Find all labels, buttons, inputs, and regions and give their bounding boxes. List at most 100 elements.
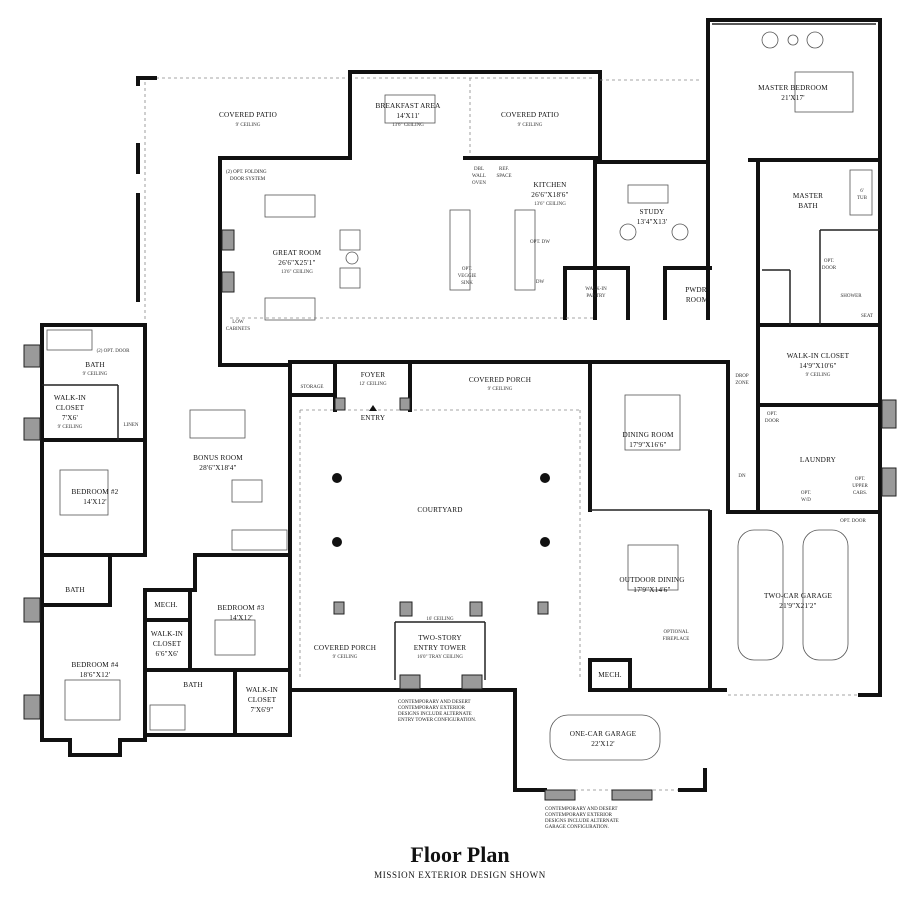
- svg-text:SPACE: SPACE: [496, 174, 511, 179]
- svg-text:(2) OPT. FOLDING: (2) OPT. FOLDING: [226, 170, 267, 175]
- label-two-car-garage: TWO-CAR GARAGE: [764, 592, 832, 600]
- label-walk-in-closet-master: WALK-IN CLOSET: [787, 352, 850, 360]
- svg-text:SINK: SINK: [461, 281, 473, 286]
- svg-text:13'6" CEILING: 13'6" CEILING: [534, 202, 566, 207]
- svg-text:17'9"X14'6": 17'9"X14'6": [633, 586, 670, 594]
- label-covered-porch-bottom: COVERED PORCH: [314, 644, 376, 652]
- svg-text:9' CEILING: 9' CEILING: [58, 425, 83, 430]
- label-kitchen: KITCHEN: [534, 181, 568, 189]
- svg-text:DBL: DBL: [474, 167, 484, 172]
- svg-text:18'6"X12': 18'6"X12': [80, 671, 110, 679]
- svg-text:W/D: W/D: [801, 498, 811, 503]
- svg-text:BATH: BATH: [798, 202, 818, 210]
- svg-text:FIREPLACE: FIREPLACE: [663, 637, 690, 642]
- svg-text:16'0" TRAY CEILING: 16'0" TRAY CEILING: [417, 655, 463, 660]
- svg-text:7'X6'9": 7'X6'9": [251, 706, 274, 714]
- walls: [40, 18, 882, 792]
- svg-text:CLOSET: CLOSET: [248, 696, 277, 704]
- svg-text:SEAT: SEAT: [861, 314, 873, 319]
- svg-text:DN: DN: [738, 474, 746, 479]
- svg-text:CABINETS: CABINETS: [226, 327, 251, 332]
- label-breakfast-area: BREAKFAST AREA: [375, 102, 441, 110]
- label-bedroom-2: BEDROOM #2: [72, 488, 119, 496]
- svg-text:9' CEILING: 9' CEILING: [83, 372, 108, 377]
- label-entry-tower: TWO-STORY: [418, 634, 462, 642]
- label-bonus-room: BONUS ROOM: [193, 454, 243, 462]
- svg-text:VEGGIE: VEGGIE: [458, 274, 477, 279]
- svg-text:26'6"X25'1": 26'6"X25'1": [278, 259, 315, 267]
- svg-text:CABS.: CABS.: [853, 491, 867, 496]
- plan-notes: (2) OPT. FOLDING DOOR SYSTEM LOW CABINET…: [97, 167, 873, 830]
- label-courtyard: COURTYARD: [417, 506, 462, 514]
- svg-text:REF.: REF.: [499, 167, 509, 172]
- svg-text:21'9"X21'2": 21'9"X21'2": [779, 602, 816, 610]
- svg-text:CONTEMPORARY AND DESERT: CONTEMPORARY AND DESERT: [545, 807, 618, 812]
- svg-text:14'X11': 14'X11': [396, 112, 419, 120]
- label-walk-in-closet-left: WALK-IN: [54, 394, 87, 402]
- label-mech-left: MECH.: [154, 601, 178, 609]
- svg-text:SHOWER: SHOWER: [840, 294, 862, 299]
- label-master-bedroom: MASTER BEDROOM: [758, 84, 828, 92]
- entry-arrow-icon: [369, 405, 377, 411]
- svg-text:DESIGNS INCLUDE ALTERNATE: DESIGNS INCLUDE ALTERNATE: [545, 819, 619, 824]
- svg-text:ENTRY TOWER CONFIGURATION.: ENTRY TOWER CONFIGURATION.: [398, 718, 476, 723]
- courtyard-columns: [332, 473, 550, 547]
- svg-text:UPPER: UPPER: [852, 484, 868, 489]
- svg-text:CONTEMPORARY EXTERIOR: CONTEMPORARY EXTERIOR: [398, 706, 466, 711]
- svg-text:13'6" CEILING: 13'6" CEILING: [281, 270, 313, 275]
- svg-text:9' CEILING: 9' CEILING: [333, 655, 358, 660]
- label-covered-patio-left: COVERED PATIO: [219, 111, 277, 119]
- svg-text:13'4"X13': 13'4"X13': [637, 218, 667, 226]
- room-labels: COVERED PATIO 9' CEILING BREAKFAST AREA …: [54, 84, 850, 748]
- label-study: STUDY: [640, 208, 666, 216]
- svg-text:6': 6': [860, 189, 864, 194]
- label-covered-patio-right: COVERED PATIO: [501, 111, 559, 119]
- label-tower-ceiling: 16' CEILING: [426, 617, 454, 622]
- label-mech-right: MECH.: [598, 671, 622, 679]
- svg-text:28'6"X18'4": 28'6"X18'4": [199, 464, 236, 472]
- svg-text:ROOM: ROOM: [686, 296, 709, 304]
- label-great-room: GREAT ROOM: [273, 249, 322, 257]
- svg-text:WALL: WALL: [472, 174, 486, 179]
- svg-text:DW: DW: [536, 280, 545, 285]
- svg-text:DROP: DROP: [735, 374, 749, 379]
- svg-text:OPT.: OPT.: [855, 477, 865, 482]
- svg-text:DOOR SYSTEM: DOOR SYSTEM: [230, 177, 266, 182]
- svg-text:14'X12': 14'X12': [229, 614, 253, 622]
- svg-text:9' CEILING: 9' CEILING: [236, 123, 261, 128]
- page-subtitle: MISSION EXTERIOR DESIGN SHOWN: [374, 870, 546, 880]
- label-walk-in-closet-b3: WALK-IN: [246, 686, 279, 694]
- svg-text:OPT.: OPT.: [801, 491, 811, 496]
- label-bath-mid: BATH: [65, 586, 85, 594]
- label-storage: STORAGE: [301, 385, 324, 390]
- svg-text:21'X17': 21'X17': [781, 94, 805, 102]
- label-entry: ENTRY: [361, 414, 386, 422]
- svg-text:DESIGNS INCLUDE ALTERNATE: DESIGNS INCLUDE ALTERNATE: [398, 712, 472, 717]
- svg-text:13'6" CEILING: 13'6" CEILING: [392, 123, 424, 128]
- svg-text:GARAGE CONFIGURATION.: GARAGE CONFIGURATION.: [545, 825, 609, 830]
- label-one-car-garage: ONE-CAR GARAGE: [570, 730, 637, 738]
- svg-text:ZONE: ZONE: [735, 381, 748, 386]
- svg-text:OVEN: OVEN: [472, 181, 486, 186]
- svg-text:14'9"X10'6": 14'9"X10'6": [799, 362, 836, 370]
- svg-text:CONTEMPORARY AND DESERT: CONTEMPORARY AND DESERT: [398, 700, 471, 705]
- svg-text:14'X12': 14'X12': [83, 498, 107, 506]
- label-bedroom-3: BEDROOM #3: [218, 604, 265, 612]
- svg-text:12' CEILING: 12' CEILING: [359, 382, 387, 387]
- svg-text:26'6"X18'6": 26'6"X18'6": [531, 191, 568, 199]
- label-covered-porch-top: COVERED PORCH: [469, 376, 531, 384]
- svg-text:PANTRY: PANTRY: [586, 294, 606, 299]
- label-foyer: FOYER: [361, 371, 386, 379]
- page-title: Floor Plan: [410, 842, 510, 867]
- svg-text:OPT.: OPT.: [824, 259, 834, 264]
- svg-text:OPT. DOOR: OPT. DOOR: [840, 519, 866, 524]
- svg-text:CLOSET: CLOSET: [153, 640, 182, 648]
- svg-text:CLOSET: CLOSET: [56, 404, 85, 412]
- svg-text:DOOR: DOOR: [822, 266, 837, 271]
- svg-text:22'X12': 22'X12': [591, 740, 615, 748]
- svg-text:(2) OPT. DOOR: (2) OPT. DOOR: [97, 349, 130, 354]
- svg-text:OPT. DW: OPT. DW: [530, 240, 550, 245]
- svg-text:TUB: TUB: [857, 196, 868, 201]
- svg-text:OPT.: OPT.: [462, 267, 472, 272]
